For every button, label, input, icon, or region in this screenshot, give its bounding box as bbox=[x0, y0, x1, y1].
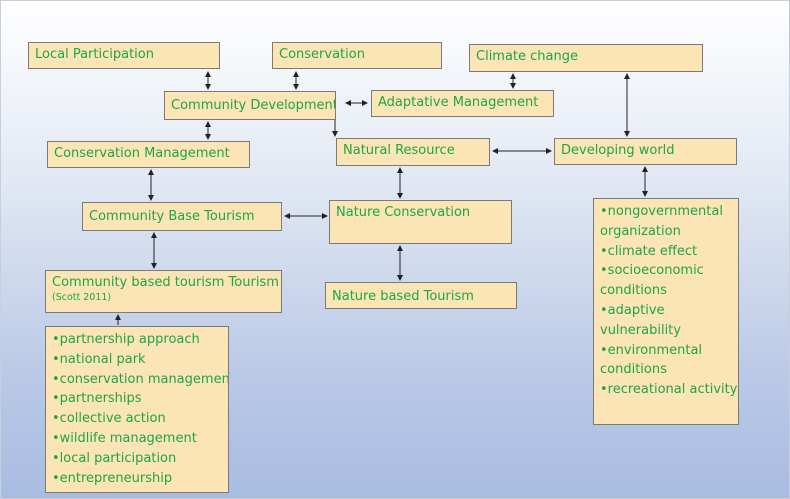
list-item: •local participation bbox=[52, 450, 177, 466]
list-item: vulnerability bbox=[600, 322, 681, 338]
list-item: •socioeconomic bbox=[600, 263, 704, 279]
list-item: conditions bbox=[600, 283, 667, 299]
list-item: •climate effect bbox=[600, 243, 698, 259]
list-item: conditions bbox=[600, 362, 667, 378]
list-item: •national park bbox=[52, 351, 146, 367]
list-item: •wildlife management bbox=[52, 430, 197, 446]
node-nature-conservation: Nature Conservation bbox=[329, 200, 512, 244]
node-nature-based-tourism: Nature based Tourism bbox=[325, 282, 517, 309]
list-item: •partnerships bbox=[52, 391, 142, 407]
list-item: •recreational activity bbox=[600, 382, 738, 398]
node-local-participation: Local Participation bbox=[28, 42, 220, 69]
node-community-based-tourism: Community based tourism Tourism (Scott 2… bbox=[45, 270, 282, 313]
list-item: •adaptive bbox=[600, 302, 665, 318]
list-item: •environmental bbox=[600, 342, 703, 358]
list-item: •collective action bbox=[52, 411, 166, 427]
list-item: organization bbox=[600, 223, 681, 239]
left-attribute-list: •partnership approach •national park •co… bbox=[45, 326, 229, 493]
node-developing-world: Developing world bbox=[554, 138, 737, 165]
node-conservation: Conservation bbox=[272, 42, 442, 69]
node-conservation-management: Conservation Management bbox=[47, 141, 250, 168]
node-community-based-tourism-ref: (Scott 2011) bbox=[52, 292, 112, 303]
node-climate-change: Climate change bbox=[469, 44, 703, 72]
node-adaptative-management: Adaptative Management bbox=[371, 90, 554, 117]
node-community-based-tourism-label: Community based tourism Tourism bbox=[52, 275, 279, 290]
node-community-base-tourism: Community Base Tourism bbox=[82, 202, 282, 231]
list-item: •partnership approach bbox=[52, 332, 200, 347]
list-item: •nongovernmental bbox=[600, 204, 723, 219]
node-natural-resource: Natural Resource bbox=[336, 138, 490, 166]
right-attribute-list: •nongovernmental organization •climate e… bbox=[593, 198, 739, 425]
list-item: •conservation management bbox=[52, 371, 229, 387]
node-community-development: Community Development bbox=[164, 91, 336, 120]
list-item: •entrepreneurship bbox=[52, 470, 173, 486]
